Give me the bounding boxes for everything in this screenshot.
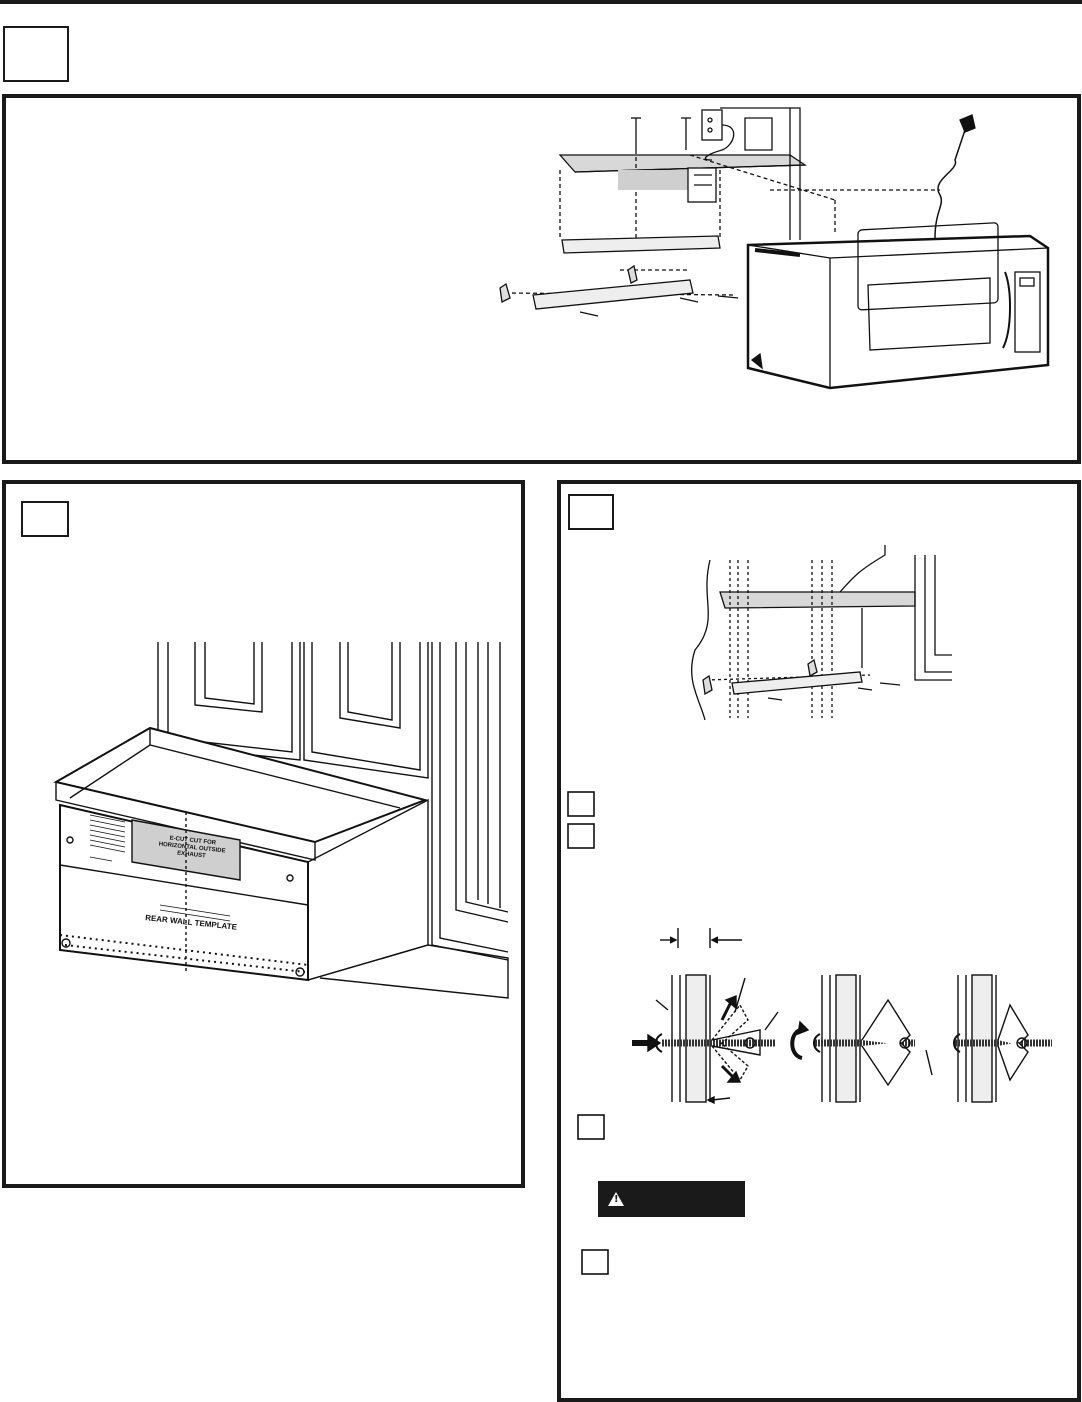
warning-triangle-icon: ! bbox=[608, 1192, 624, 1206]
page-top-rule bbox=[0, 0, 1082, 4]
step-number-box-main bbox=[3, 26, 69, 82]
microwave-installation-illustration bbox=[499, 107, 1050, 390]
step-number-box-template bbox=[21, 501, 69, 537]
step-number-box-plate bbox=[568, 494, 614, 530]
rear-wall-template-illustration bbox=[53, 642, 509, 999]
warning-label: ! bbox=[598, 1181, 745, 1217]
toggle-bolt-panel bbox=[557, 480, 1081, 1402]
